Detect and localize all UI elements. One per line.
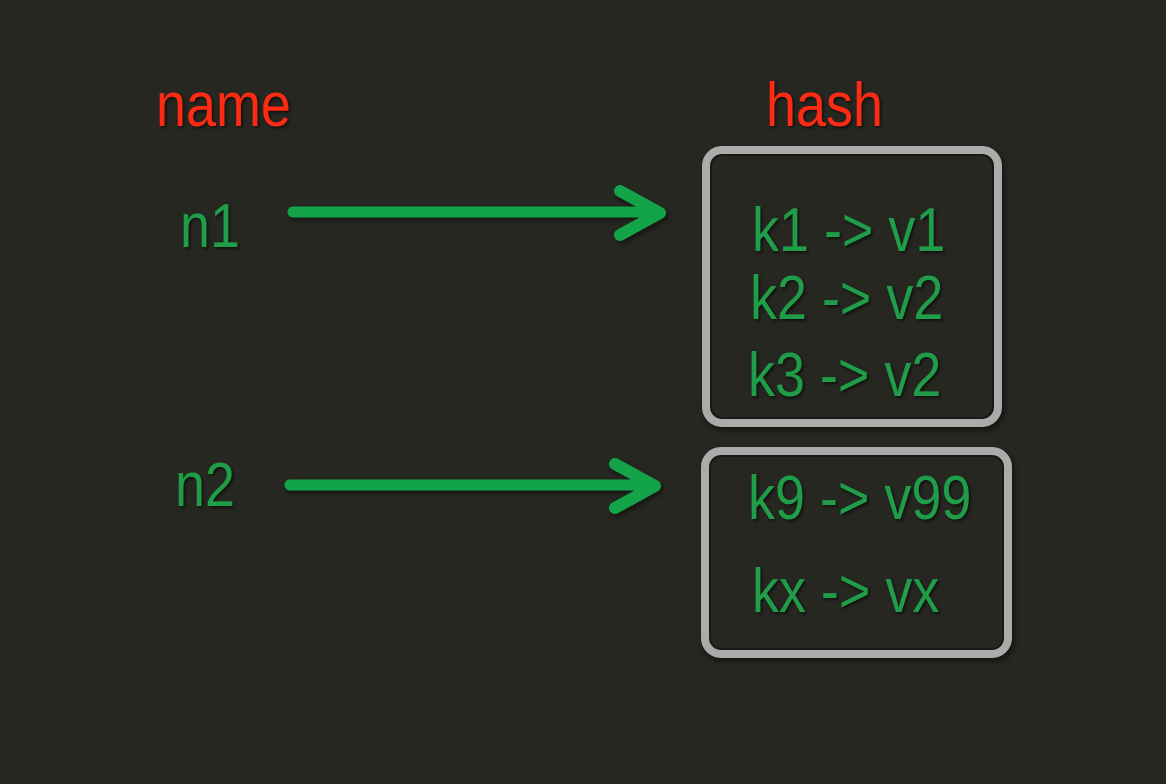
column-header-name: name: [156, 71, 291, 140]
hash-box-2: k9 -> v99 kx -> vx: [701, 447, 1012, 658]
hash-entry: k1 -> v1: [752, 196, 946, 265]
arrow-head: [609, 458, 661, 514]
column-header-hash: hash: [766, 71, 883, 140]
hash-entry: k3 -> v2: [748, 341, 942, 410]
arrow-n1-to-hash-box-1: [287, 185, 666, 241]
node-label-n2: n2: [175, 451, 236, 520]
arrow-head: [614, 185, 666, 241]
hash-entry: k2 -> v2: [750, 264, 944, 333]
arrow-n2-to-hash-box-2: [284, 458, 661, 514]
hash-entry: kx -> vx: [752, 557, 940, 626]
hash-entry: k9 -> v99: [748, 464, 972, 533]
hash-box-1: k1 -> v1 k2 -> v2 k3 -> v2: [702, 146, 1002, 427]
node-label-n1: n1: [180, 192, 241, 261]
